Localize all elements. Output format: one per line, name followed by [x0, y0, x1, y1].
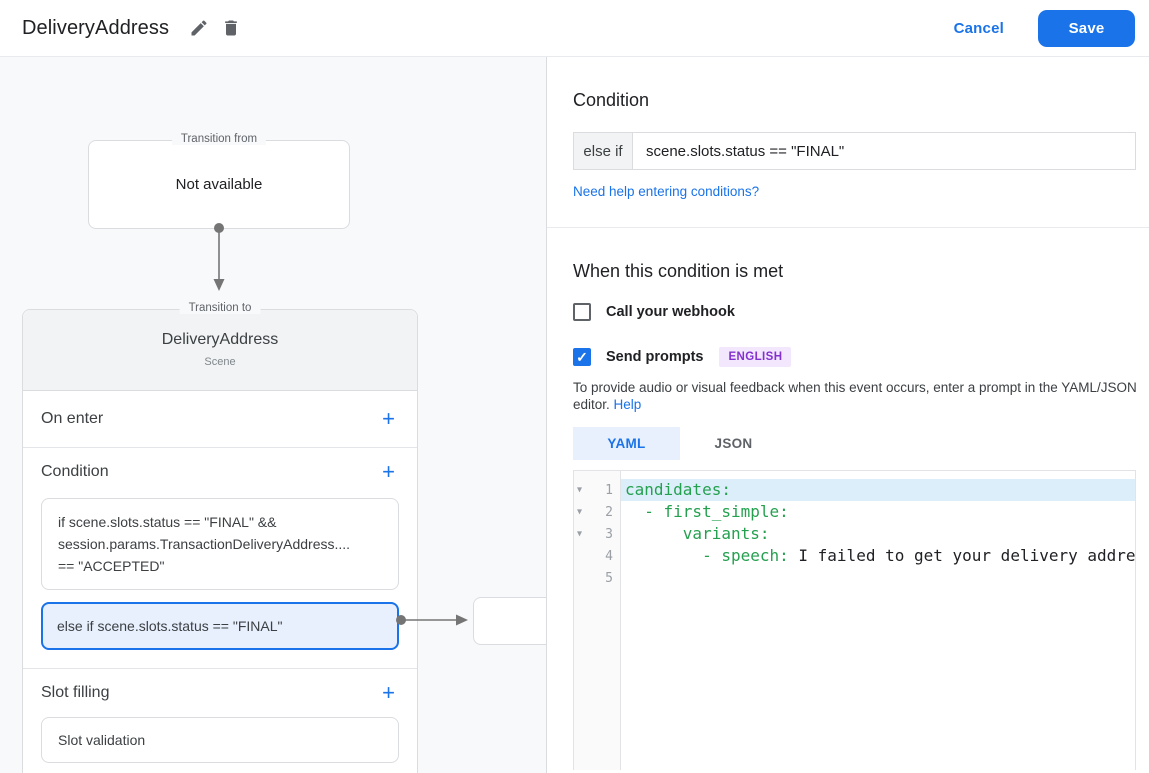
- editor-code-area[interactable]: candidates: - first_simple: variants: - …: [621, 471, 1135, 770]
- webhook-checkbox[interactable]: [573, 303, 591, 321]
- code-line: - first_simple:: [625, 502, 789, 521]
- transition-from-content: Not available: [175, 176, 263, 193]
- transition-from-label: Transition from: [171, 133, 267, 145]
- condition-prefix-label: else if: [573, 132, 633, 170]
- yaml-editor[interactable]: ▾ 1 ▾ 2 ▾ 3 4 5 candidates:: [573, 470, 1136, 770]
- add-condition-button[interactable]: +: [382, 459, 395, 484]
- delete-scene-button[interactable]: [215, 12, 247, 44]
- condition-item-if[interactable]: if scene.slots.status == "FINAL" && sess…: [41, 498, 399, 590]
- pencil-icon: [189, 18, 209, 38]
- code-line: [621, 567, 1135, 589]
- fold-icon[interactable]: ▾: [577, 506, 583, 518]
- slot-filling-section: Slot filling + Slot validation Transacti…: [23, 669, 417, 773]
- save-button[interactable]: Save: [1038, 9, 1135, 47]
- scene-type-label: Scene: [204, 356, 236, 368]
- condition-help-link[interactable]: Need help entering conditions?: [573, 184, 760, 199]
- transition-target-box[interactable]: [473, 597, 546, 645]
- transition-to-label: Transition to: [179, 302, 261, 314]
- condition-item-else-if-selected[interactable]: else if scene.slots.status == "FINAL": [41, 602, 399, 650]
- scene-card: Transition to DeliveryAddress Scene On e…: [22, 302, 418, 773]
- section-divider: [547, 227, 1149, 228]
- webhook-row: Call your webhook: [573, 303, 1149, 321]
- connector-arrow-down: [213, 223, 225, 291]
- line-number: 4: [605, 548, 613, 564]
- editor-format-tabs: YAML JSON: [573, 427, 1149, 460]
- on-enter-label: On enter: [41, 410, 104, 427]
- check-icon: ✓: [576, 348, 588, 365]
- help-link[interactable]: Help: [613, 397, 642, 412]
- scene-card-header[interactable]: Transition to DeliveryAddress Scene: [23, 302, 417, 391]
- on-enter-section: On enter +: [23, 391, 417, 448]
- webhook-label: Call your webhook: [606, 304, 735, 320]
- line-number: 2: [605, 504, 613, 520]
- code-line: candidates:: [621, 479, 1135, 501]
- language-badge: ENGLISH: [719, 347, 792, 367]
- condition-met-title: When this condition is met: [573, 261, 784, 281]
- app-header: DeliveryAddress Cancel Save: [0, 0, 1149, 57]
- line-number: 5: [605, 570, 613, 586]
- slot-filling-label: Slot filling: [41, 684, 110, 701]
- fold-icon[interactable]: ▾: [577, 528, 583, 540]
- code-line: variants:: [625, 524, 770, 543]
- slot-validation-item[interactable]: Slot validation: [41, 717, 399, 763]
- editor-gutter: ▾ 1 ▾ 2 ▾ 3 4 5: [574, 471, 621, 770]
- condition-expression-row: else if: [573, 132, 1136, 170]
- condition-section: Condition + if scene.slots.status == "FI…: [23, 448, 417, 669]
- send-prompts-row: ✓ Send prompts ENGLISH: [573, 347, 1149, 367]
- transition-from-box[interactable]: Transition from Not available: [88, 133, 350, 229]
- send-prompts-label: Send prompts: [606, 349, 704, 365]
- fold-icon[interactable]: ▾: [577, 484, 583, 496]
- trash-icon: [221, 18, 241, 38]
- edit-scene-button[interactable]: [183, 12, 215, 44]
- prompt-description: To provide audio or visual feedback when…: [573, 380, 1137, 412]
- line-number: 1: [605, 482, 613, 498]
- add-slot-button[interactable]: +: [382, 680, 395, 705]
- scene-name: DeliveryAddress: [161, 331, 279, 348]
- send-prompts-checkbox[interactable]: ✓: [573, 348, 591, 366]
- add-on-enter-button[interactable]: +: [382, 406, 395, 431]
- connector-arrow-right: [396, 614, 468, 626]
- line-number: 3: [605, 526, 613, 542]
- condition-detail-panel: Condition else if Need help entering con…: [547, 57, 1149, 773]
- page-title: DeliveryAddress: [22, 16, 170, 39]
- scene-diagram-panel: Transition from Not available Transition…: [0, 57, 547, 773]
- condition-expression-input[interactable]: [632, 132, 1136, 170]
- condition-section-label: Condition: [41, 463, 109, 480]
- tab-yaml[interactable]: YAML: [573, 427, 680, 460]
- panel-title: Condition: [573, 90, 650, 110]
- code-line: - speech: I failed to get your delivery …: [625, 546, 1135, 565]
- tab-json[interactable]: JSON: [714, 436, 753, 451]
- cancel-button[interactable]: Cancel: [938, 12, 1020, 45]
